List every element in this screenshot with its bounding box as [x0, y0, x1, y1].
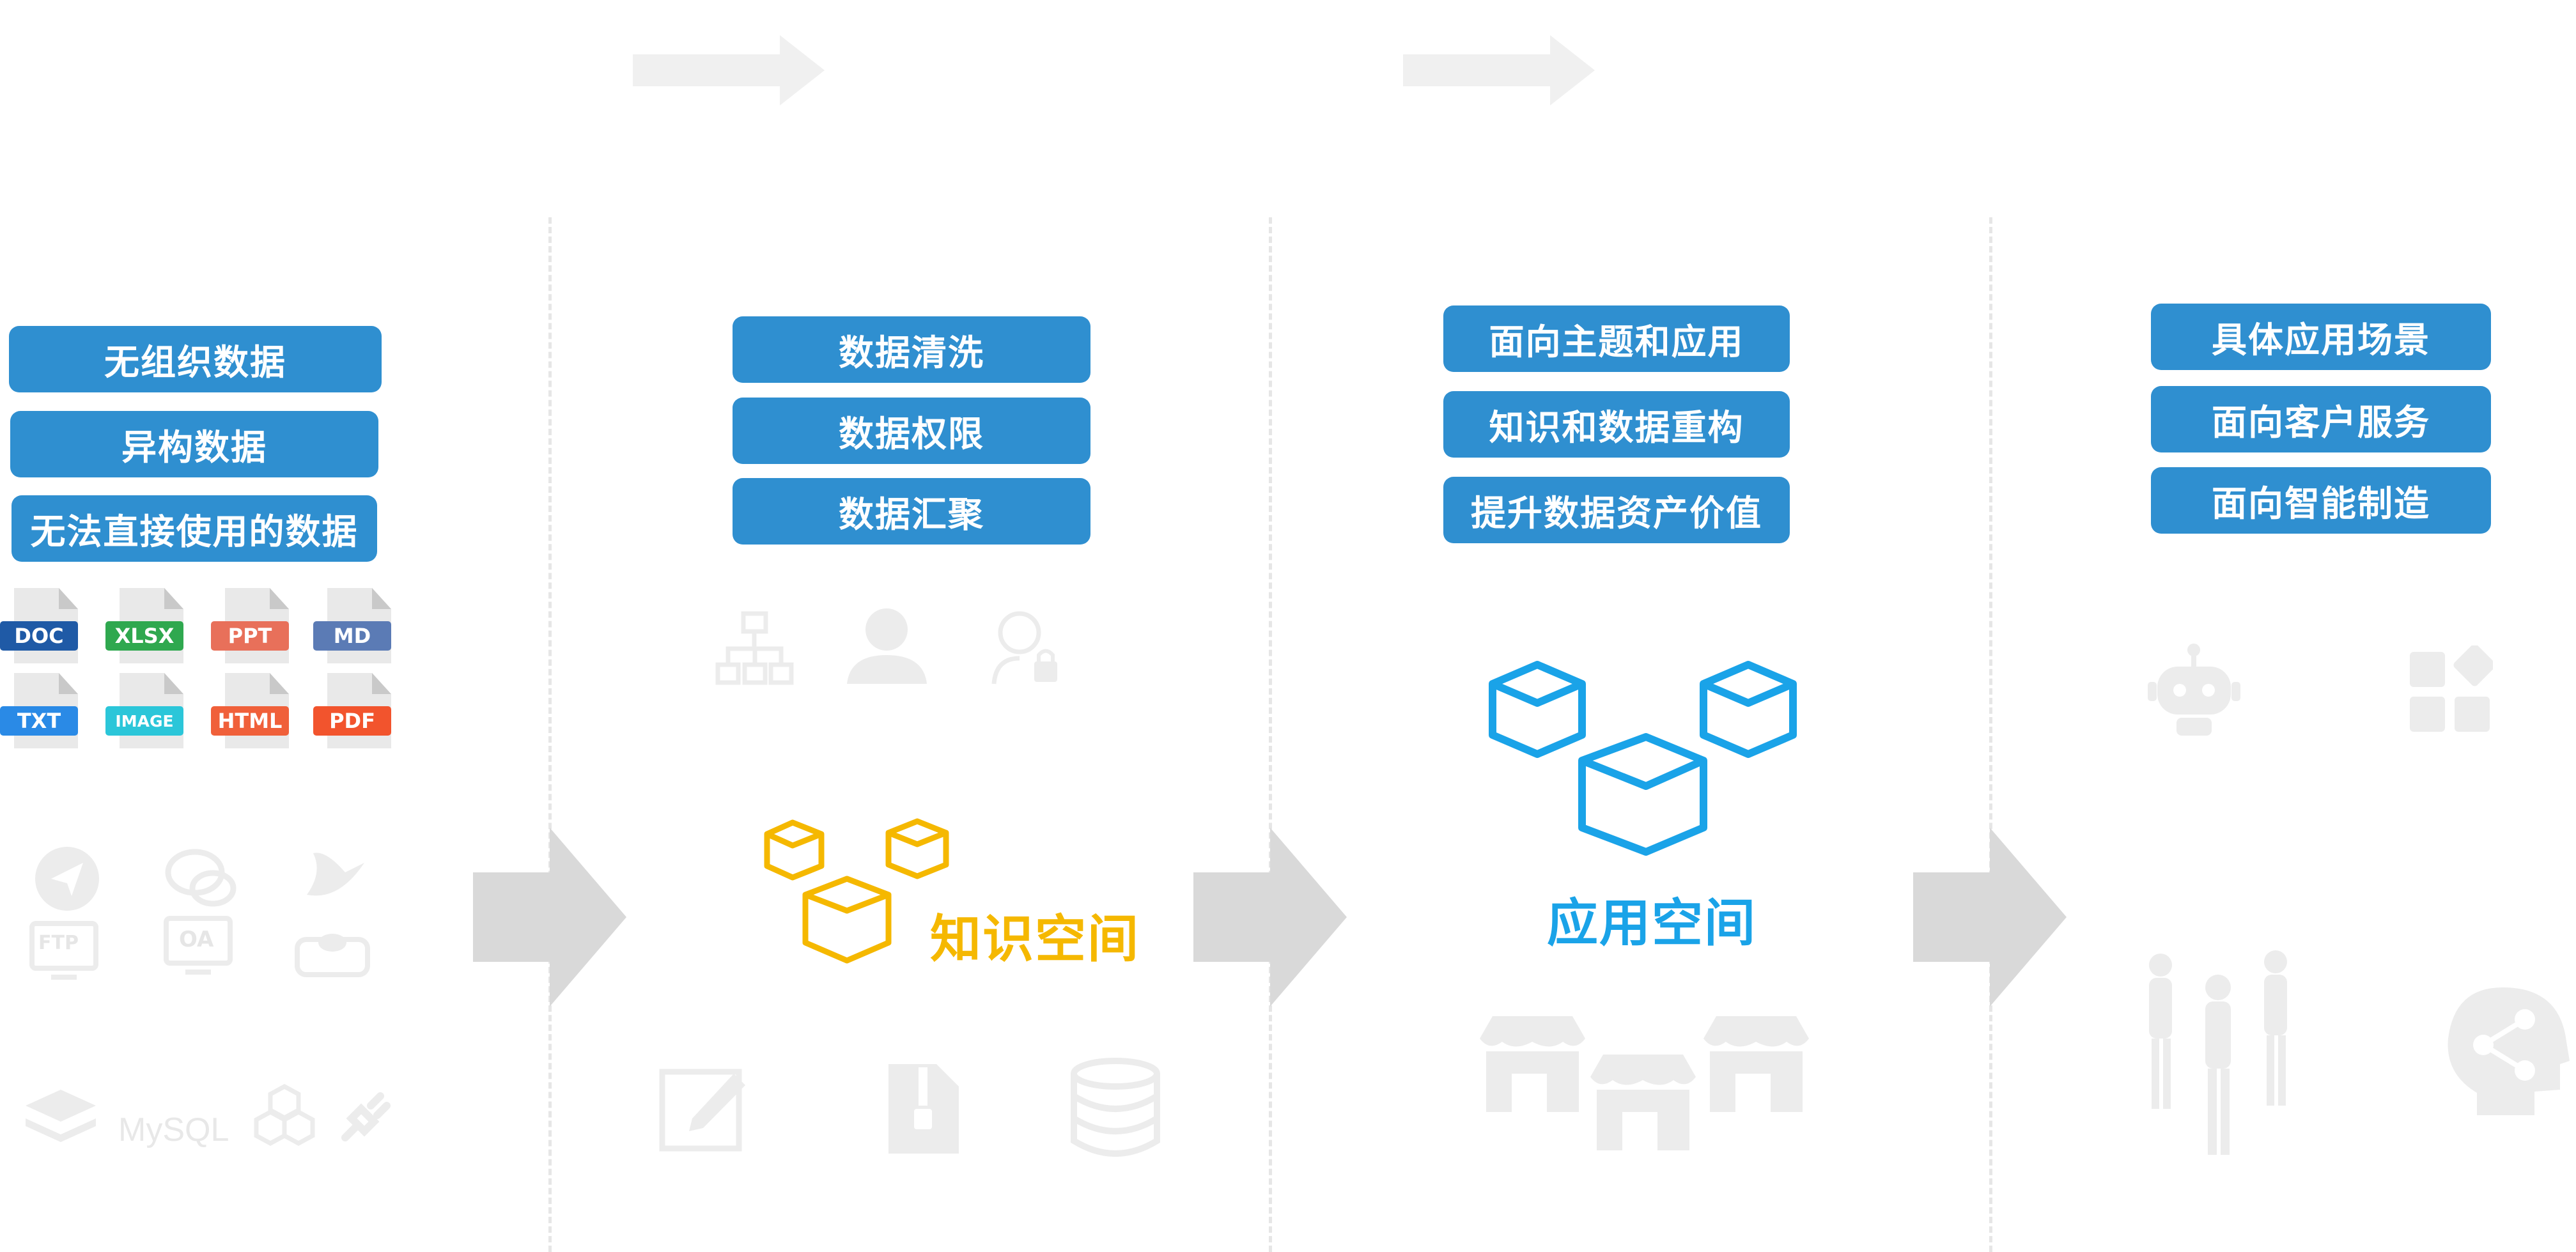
col2-pill-1: 数据清洗	[733, 316, 1090, 383]
flow-arrow-3	[1913, 828, 2067, 1007]
col3-pill-3: 提升数据资产价值	[1443, 477, 1790, 543]
ftp-monitor-icon	[29, 921, 98, 980]
col1-pill-2: 异构数据	[10, 411, 378, 477]
col4-pill-3: 面向智能制造	[2151, 467, 2491, 534]
store-icon	[1480, 1016, 1585, 1112]
mysql-logo-icon: MySQL	[118, 1111, 229, 1148]
file-tag: TXT	[0, 706, 78, 736]
col4-pill-2: 面向客户服务	[2151, 386, 2491, 452]
store-icon	[1703, 1016, 1809, 1112]
chat-bubbles-icon	[165, 849, 237, 907]
flow-arrow-2	[1193, 828, 1347, 1007]
application-space-label: 应用空间	[1547, 893, 1757, 953]
pdf-file-icon: PDF	[313, 673, 396, 756]
bird-icon	[307, 853, 364, 896]
col2-pill-2: 数据权限	[733, 398, 1090, 464]
col2-pill-3: 数据汇聚	[733, 478, 1090, 545]
database-stack-icon	[26, 1090, 96, 1142]
user-lock-icon	[991, 611, 1057, 684]
txt-file-icon: TXT	[0, 673, 83, 756]
doc-file-icon: DOC	[0, 588, 83, 671]
edit-icon	[659, 1069, 745, 1152]
xlsx-file-icon: XLSX	[105, 588, 189, 671]
mannequins-icon	[2149, 950, 2287, 1155]
file-tag: MD	[313, 621, 391, 651]
file-tag: PDF	[313, 706, 391, 736]
divider-2	[1269, 217, 1272, 1252]
file-tag: PPT	[211, 621, 289, 651]
col4-pill-1: 具体应用场景	[2151, 304, 2491, 370]
oa-label: OA	[179, 927, 214, 952]
html-file-icon: HTML	[211, 673, 294, 756]
top-arrow-2	[1403, 35, 1595, 105]
robot-icon	[2148, 644, 2240, 736]
hexagon-cluster-icon	[254, 1084, 315, 1146]
ftp-label: FTP	[38, 932, 79, 954]
divider-1	[548, 217, 552, 1252]
image-file-icon: IMAGE	[105, 673, 189, 756]
oa-monitor-icon	[164, 916, 233, 975]
application-cubes-icon	[1489, 661, 1797, 856]
ppt-file-icon: PPT	[211, 588, 294, 671]
zip-file-icon	[888, 1064, 959, 1154]
file-tag: XLSX	[105, 621, 183, 651]
knowledge-cubes-icon	[764, 818, 949, 964]
md-file-icon: MD	[313, 588, 396, 671]
user-icon	[847, 608, 927, 684]
plug-icon	[341, 1092, 391, 1141]
col3-pill-2: 知识和数据重构	[1443, 391, 1790, 458]
col1-pill-3: 无法直接使用的数据	[12, 495, 377, 562]
file-tag: IMAGE	[105, 706, 183, 736]
knowledge-space-label: 知识空间	[930, 909, 1140, 969]
org-chart-icon	[715, 611, 794, 685]
divider-3	[1989, 217, 1992, 1252]
top-arrow-1	[633, 35, 825, 105]
file-tag: HTML	[211, 706, 289, 736]
file-tag: DOC	[0, 621, 78, 651]
store-icon	[1590, 1055, 1696, 1150]
apps-grid-icon	[2410, 645, 2493, 732]
cloud-drive-icon	[295, 934, 370, 977]
paper-plane-icon	[35, 847, 99, 911]
flow-arrow-1	[473, 828, 626, 1007]
brain-share-icon	[2448, 987, 2570, 1115]
database-icon	[1071, 1058, 1160, 1157]
col1-pill-1: 无组织数据	[9, 326, 382, 392]
col3-pill-1: 面向主题和应用	[1443, 305, 1790, 372]
